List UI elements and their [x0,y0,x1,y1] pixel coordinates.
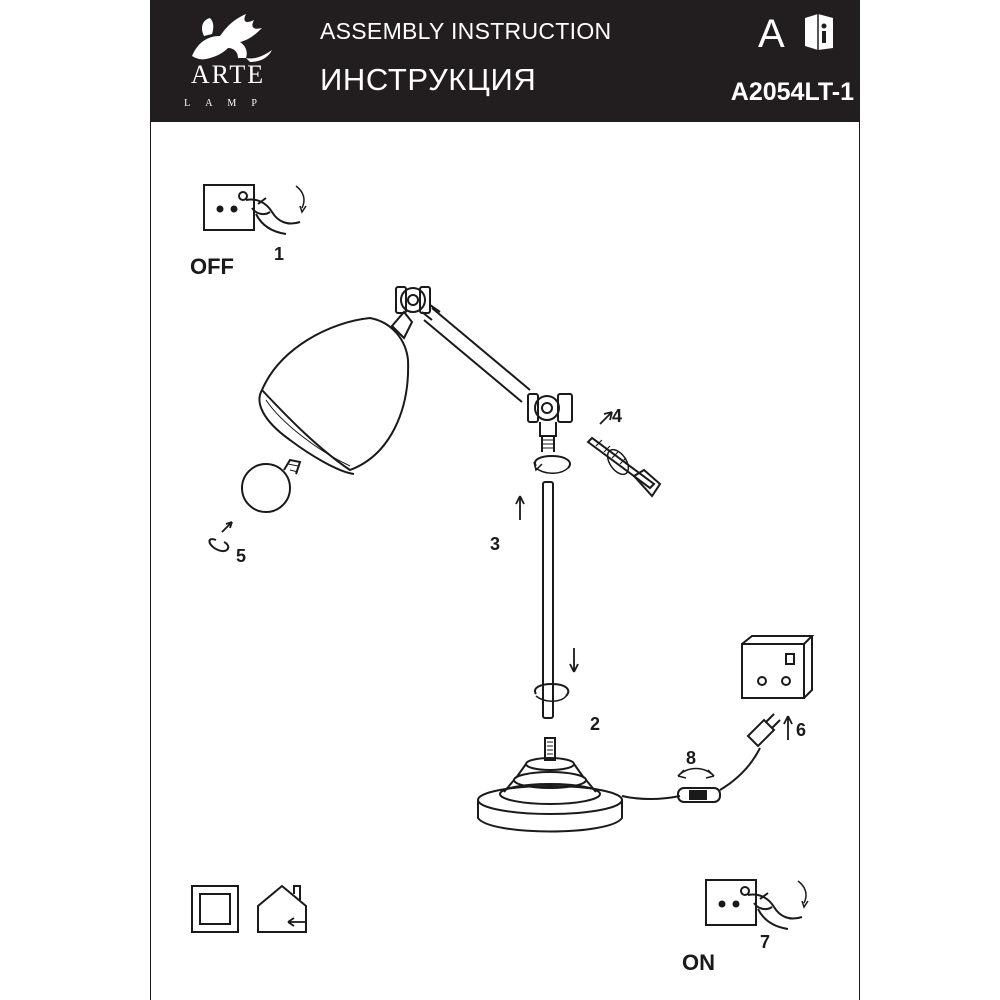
power-cord [621,795,681,800]
step-8-number: 8 [686,748,697,768]
step-2-number: 2 [590,714,601,734]
logo-wordmark: ARTE [190,60,266,89]
step-5-number: 5 [236,546,247,566]
lamp-shade [258,310,414,475]
instruction-sheet [150,0,860,1000]
step-7-state-label: ON [682,950,715,975]
wall-switch-hand-icon [705,879,809,930]
lamp-base [477,737,623,833]
badge-letter: A [758,12,785,56]
screw-part [586,411,662,498]
cord-switch [677,787,721,803]
frame-square-icon [191,885,239,933]
power-socket-icon [741,635,815,699]
lamp-pole [542,481,554,719]
step-4-number: 4 [612,406,623,426]
winged-lion-icon [192,14,272,62]
step-3-number: 3 [490,534,501,554]
title-english: ASSEMBLY INSTRUCTION [320,18,612,44]
step-1-number: 1 [274,244,285,264]
light-bulb [241,458,302,513]
header-band: ARTE LAMP ASSEMBLY INSTRUCTION ИНСТРУКЦИ… [150,0,860,122]
title-russian: ИНСТРУКЦИЯ [320,62,537,97]
step-7-number: 7 [760,932,771,952]
lamp-arm [423,307,531,403]
logo-subtitle: LAMP [184,98,272,109]
power-plug [746,713,781,748]
lamp-arm-joint-lower [527,393,573,452]
lamp-arm-joint-upper [395,286,441,321]
step-6-number: 6 [796,720,807,740]
model-number: A2054LT-1 [730,78,854,106]
step-1-state-label: OFF [190,254,234,279]
info-book-icon [805,14,833,50]
indoor-house-icon [257,884,307,933]
wall-switch-hand-icon [203,184,307,235]
